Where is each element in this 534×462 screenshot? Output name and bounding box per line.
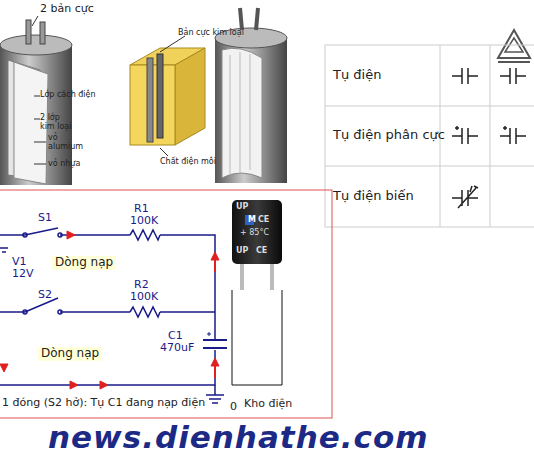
component-name: S1: [38, 212, 52, 225]
ground-label: 0: [230, 401, 237, 414]
symbol-table: [325, 45, 534, 227]
part-label: 2 lớp kim loại: [40, 113, 74, 131]
capacitor-print: UP: [236, 246, 248, 255]
component-name: S2: [38, 289, 52, 302]
component-value: 12V: [12, 268, 34, 281]
capacitor-print: + 85°C: [240, 228, 269, 237]
table-cell: Tụ điện biến: [333, 189, 414, 204]
component-name: C1: [168, 330, 183, 343]
part-label: vỏ nhựa: [48, 159, 80, 168]
watermark: news.dienhathe.com: [48, 420, 429, 456]
capacitor-print: UP: [236, 202, 248, 211]
component-value: 470uF: [160, 342, 194, 355]
capacitor-print: M: [248, 215, 256, 224]
component-name: R2: [134, 279, 149, 292]
circuit-wires: [0, 228, 282, 403]
component-value: 100K: [130, 215, 158, 228]
component-name: R1: [134, 203, 149, 216]
component-name: V1: [12, 256, 27, 269]
part-label: Chất điện môi: [160, 157, 216, 166]
part-label: Bản cực kim loại: [178, 28, 244, 37]
capacitor-symbols: [452, 68, 526, 208]
plate-capacitor: [130, 8, 287, 183]
current-note: Dòng nạp: [52, 256, 116, 270]
capacitor-print: CE: [258, 215, 269, 224]
component-value: 100K: [130, 291, 158, 304]
part-label: Lớp cách điện: [40, 90, 96, 99]
part-label: 2 bản cực: [40, 3, 94, 16]
current-note: Dòng nạp: [38, 347, 102, 361]
circuit-caption: 1 đóng (S2 hở): Tụ C1 đang nạp điện: [2, 397, 205, 410]
current-arrows: [0, 231, 219, 389]
part-label: vỏ alumium: [48, 133, 78, 151]
logo: [498, 30, 530, 62]
note: Kho điện: [244, 398, 292, 411]
capacitor-print: CE: [256, 246, 267, 255]
table-cell: Tụ điện phân cực: [333, 128, 445, 143]
table-cell: Tụ điện: [333, 68, 381, 83]
electrolytic-capacitor: [232, 200, 282, 290]
